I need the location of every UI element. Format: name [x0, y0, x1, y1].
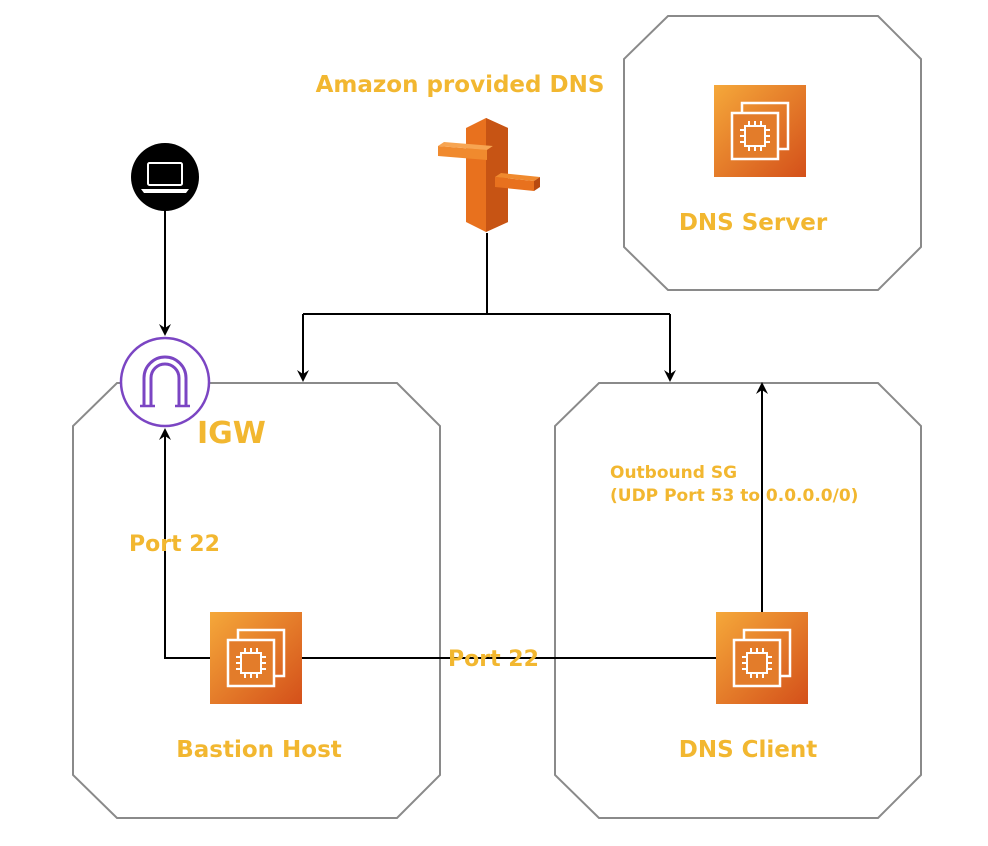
dns-server-ec2-icon: [712, 83, 808, 179]
dns-client-zone: [554, 382, 922, 819]
amazon-dns-label: Amazon provided DNS: [316, 72, 605, 98]
outbound-sg-label: Outbound SG: [610, 463, 737, 483]
bastion-host-label: Bastion Host: [176, 737, 342, 763]
dns-client-label: DNS Client: [679, 737, 818, 763]
port22-vertical-label: Port 22: [129, 532, 220, 557]
outbound-sg-rule-label: (UDP Port 53 to 0.0.0.0/0): [610, 486, 858, 506]
laptop-icon: [131, 143, 199, 211]
dns-client-ec2-icon: [714, 610, 810, 706]
internet-gateway-icon: [119, 336, 211, 428]
igw-label: IGW: [197, 416, 266, 451]
bastion-ec2-icon: [208, 610, 304, 706]
bastion-to-igw-connector: [159, 428, 210, 659]
route53-signpost-icon: [438, 118, 540, 232]
dns-split-connector: [303, 233, 670, 315]
port22-horizontal-label: Port 22: [448, 647, 539, 672]
dns-server-label: DNS Server: [679, 210, 828, 236]
